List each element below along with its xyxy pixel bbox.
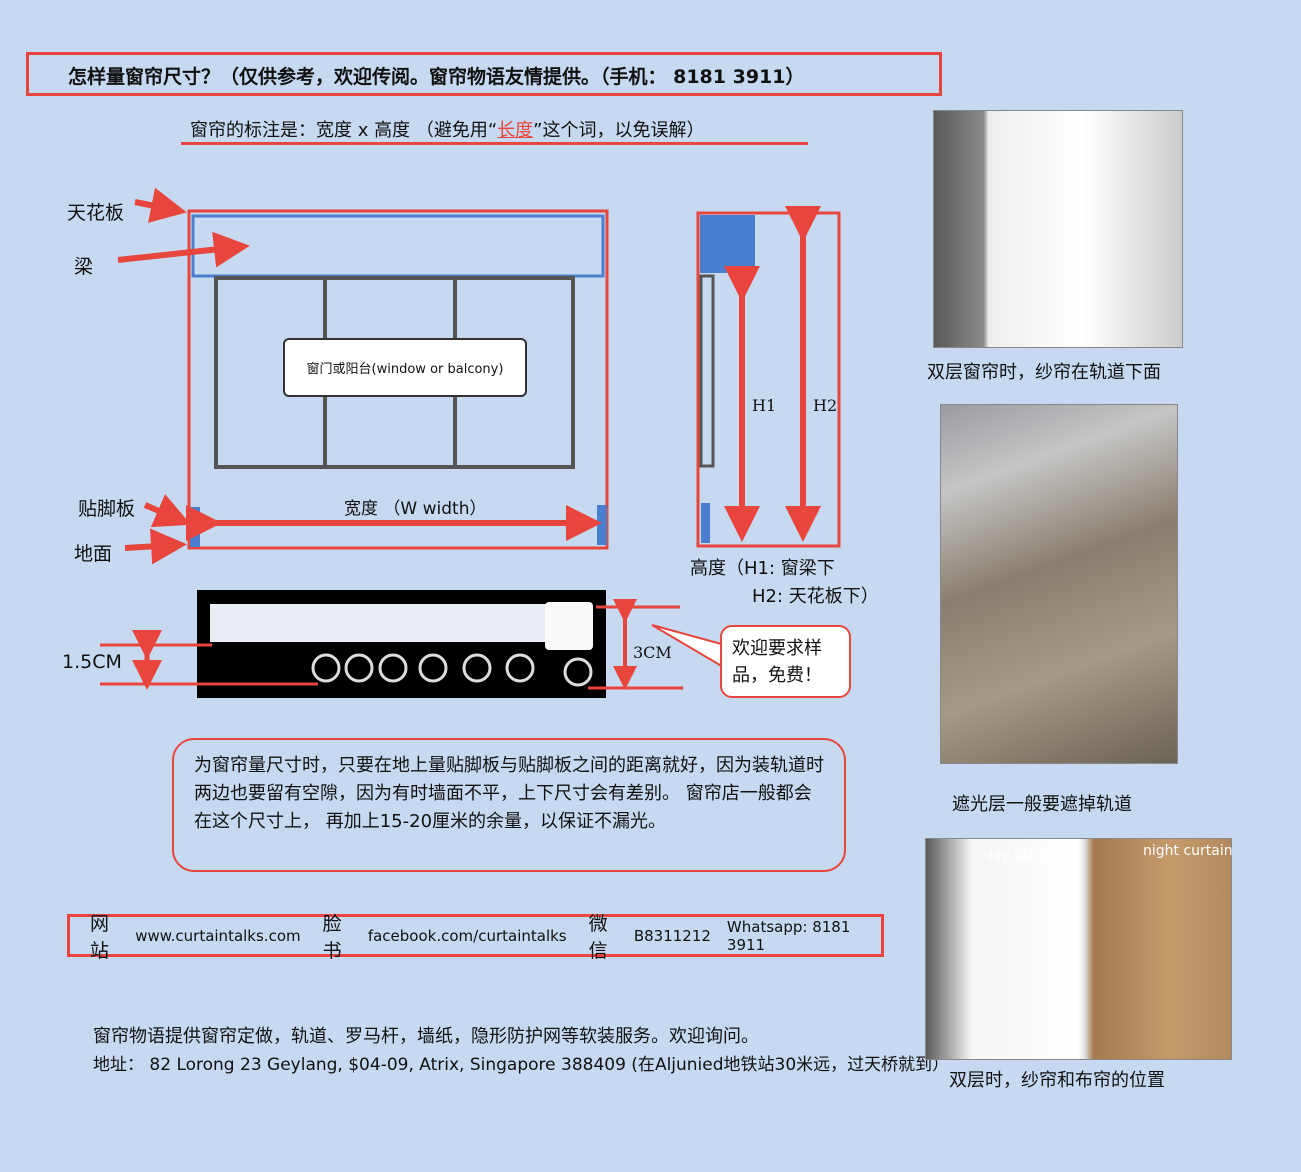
- whatsapp: Whatsapp: 8181 3911: [726, 917, 851, 954]
- title-box: [26, 52, 942, 96]
- wechat-id: B8311212: [633, 926, 711, 945]
- rail-depth-label: 3CM: [633, 643, 672, 662]
- window-label-box: 窗门或阳台(window or balcony): [283, 338, 527, 397]
- h1-label: H1: [752, 396, 777, 415]
- address-text: 地址： 82 Lorong 23 Geylang, $04-09, Atrix,…: [93, 1055, 950, 1075]
- sample-callout: 欢迎要求样品，免费！: [720, 625, 851, 698]
- notation-highlight: 长度: [497, 120, 534, 141]
- services-text: 窗帘物语提供窗帘定做，轨道、罗马杆，墙纸，隐形防护网等软装服务。欢迎询问。: [93, 1026, 759, 1047]
- day-curtain-tag: day Curtain: [984, 847, 1066, 863]
- note-box: 为窗帘量尺寸时，只要在地上量贴脚板与贴脚板之间的距离就好，因为装轨道时两边也要留…: [172, 738, 846, 872]
- width-label: 宽度 （W width）: [344, 499, 487, 519]
- notation-text: 窗帘的标注是：宽度 x 高度 （避免用“长度”这个词，以免误解）: [190, 116, 704, 142]
- photo-caption-2: 遮光层一般要遮掉轨道: [952, 794, 1132, 815]
- notation-suffix: ”这个词，以免误解）: [533, 120, 705, 141]
- wall-outline: [187, 209, 609, 550]
- notation-underline: [181, 142, 808, 145]
- facebook-link[interactable]: facebook.com/curtaintalks: [367, 926, 567, 945]
- photo-track-sheer: [933, 110, 1183, 348]
- page-title: 怎样量窗帘尺寸？（仅供参考，欢迎传阅。窗帘物语友情提供。（手机： 8181 39…: [68, 66, 805, 88]
- night-curtain-tag: night curtain: [1143, 843, 1233, 859]
- window-frame: [214, 276, 575, 469]
- note-text: 为窗帘量尺寸时，只要在地上量贴脚板与贴脚板之间的距离就好，因为装轨道时两边也要留…: [194, 755, 824, 832]
- wechat-label: 微信: [588, 912, 608, 962]
- beam-label: 梁: [74, 256, 94, 278]
- window-label: 窗门或阳台(window or balcony): [306, 362, 504, 377]
- notation-prefix: 窗帘的标注是：宽度 x 高度 （避免用“: [190, 120, 498, 141]
- contact-box: 网站 www.curtaintalks.com 脸书 facebook.com/…: [67, 913, 884, 962]
- side-view-outline: [696, 211, 841, 548]
- floor-label: 地面: [74, 543, 113, 565]
- photo-day-night: day Curtain night curtain: [925, 838, 1233, 1060]
- skirting-right: [597, 505, 607, 545]
- facebook-label: 脸书: [322, 912, 342, 962]
- photo-blackout: [940, 404, 1178, 764]
- photo-caption-3: 双层时，纱帘和布帘的位置: [949, 1070, 1165, 1091]
- callout-text: 欢迎要求样品，免费！: [732, 638, 822, 686]
- rail-height-label: 1.5CM: [62, 651, 122, 673]
- skirting-left: [190, 507, 200, 547]
- site-link[interactable]: www.curtaintalks.com: [135, 926, 301, 945]
- skirting-label: 贴脚板: [78, 498, 136, 520]
- height-label-2: H2: 天花板下）: [752, 586, 879, 607]
- beam-rect: [191, 214, 605, 278]
- h2-label: H2: [813, 396, 838, 415]
- ceiling-label: 天花板: [67, 202, 125, 224]
- height-label-1: 高度（H1: 窗梁下: [690, 558, 835, 579]
- photo-caption-1: 双层窗帘时，纱帘在轨道下面: [927, 362, 1161, 383]
- site-label: 网站: [90, 912, 110, 962]
